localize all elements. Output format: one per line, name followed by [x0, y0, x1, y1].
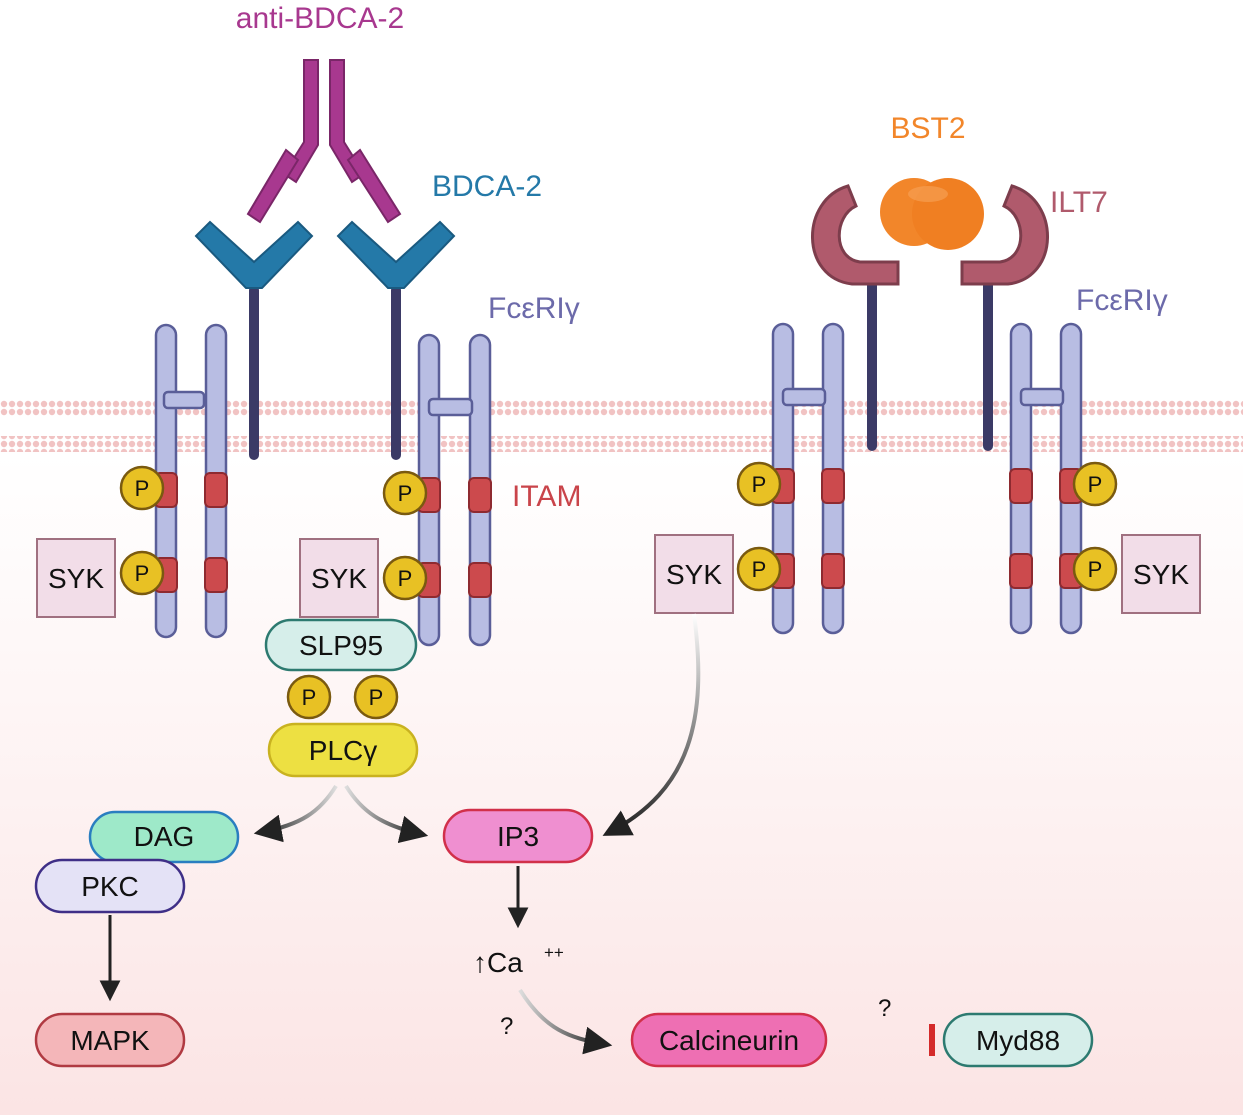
syk-box-3: SYK	[654, 534, 734, 614]
phospho-label: P	[1088, 557, 1103, 582]
slp95-label: SLP95	[299, 630, 383, 661]
phosphate-3-lower: P	[736, 546, 782, 592]
bdca2-receptor-right	[336, 220, 456, 460]
itam-label: ITAM	[512, 480, 581, 513]
phospho-label: P	[398, 481, 413, 506]
anti-bdca2-label: anti-BDCA-2	[236, 2, 404, 35]
plcg-label: PLCγ	[309, 735, 377, 766]
bst2-label: BST2	[890, 112, 965, 145]
ilt7-receptor-left	[811, 184, 900, 451]
syk-box-4: SYK	[1121, 534, 1201, 614]
syk-label: SYK	[666, 559, 722, 590]
itam-motif	[468, 477, 492, 513]
pkc-node: PKC	[34, 858, 186, 914]
fceri-label-left: FcεRIγ	[488, 292, 580, 325]
phosphate-4-lower: P	[1072, 546, 1118, 592]
anti-bdca2-antibody	[246, 59, 402, 224]
syk-label: SYK	[48, 563, 104, 594]
phospho-label: P	[398, 566, 413, 591]
itam-motif	[1009, 468, 1033, 504]
calcium-node: ↑Ca ++	[473, 943, 564, 978]
syk-label: SYK	[311, 563, 367, 594]
calcineurin-inhibits-myd88	[840, 1024, 935, 1056]
phospho-label: P	[752, 472, 767, 497]
mapk-node: MAPK	[34, 1012, 186, 1068]
itam-motif	[821, 553, 845, 589]
calcium-superscript: ++	[544, 943, 564, 962]
fceri-label-right: FcεRIγ	[1076, 284, 1168, 317]
syk-box-1: SYK	[36, 538, 116, 618]
phospho-label: P	[752, 557, 767, 582]
itam-motif	[468, 562, 492, 598]
ilt7-receptor-right	[960, 184, 1049, 451]
itam-motif	[821, 468, 845, 504]
slp95-node: SLP95	[264, 618, 418, 672]
phospho-label: P	[135, 476, 150, 501]
syk-box-2: SYK	[299, 538, 379, 618]
itam-motif	[204, 472, 228, 508]
slp95-phosphate-right: P	[353, 674, 399, 720]
phosphate-1-upper: P	[119, 465, 165, 511]
calcium-label: ↑Ca	[473, 947, 523, 978]
phospho-label: P	[302, 685, 317, 710]
plcg-to-dag-arrow	[253, 784, 338, 843]
bst2-ligand	[880, 178, 984, 250]
bdca2-label: BDCA-2	[432, 170, 542, 203]
plcg-node: PLCγ	[267, 722, 419, 778]
cell-membrane	[0, 400, 1243, 452]
calcium-to-calcineurin-arrow	[518, 988, 613, 1055]
unknown-mark-myd88: ?	[878, 995, 891, 1022]
calcineurin-node: Calcineurin	[630, 1012, 828, 1068]
plcg-to-ip3-arrow	[344, 784, 429, 844]
fceri-chain-pair-1: PP	[119, 323, 228, 639]
myd88-node: Myd88	[942, 1012, 1094, 1068]
ip3-node: IP3	[442, 808, 594, 864]
phospho-label: P	[369, 685, 384, 710]
phosphate-2-upper: P	[382, 470, 428, 516]
syk-to-ip3-arrow	[602, 613, 701, 836]
fceri-chain-pair-4: PP	[1009, 322, 1118, 635]
ip3-label: IP3	[497, 821, 539, 852]
unknown-mark-calcium: ?	[500, 1013, 513, 1040]
pkc-label: PKC	[81, 871, 139, 902]
bdca2-receptor-left	[194, 220, 314, 460]
calcineurin-label: Calcineurin	[659, 1025, 799, 1056]
syk-label: SYK	[1133, 559, 1189, 590]
phosphate-1-lower: P	[119, 550, 165, 596]
fceri-chain-pair-3: PP	[736, 322, 845, 635]
itam-motif	[204, 557, 228, 593]
phospho-label: P	[135, 561, 150, 586]
phospho-label: P	[1088, 472, 1103, 497]
phosphate-2-lower: P	[382, 555, 428, 601]
phosphate-4-upper: P	[1072, 461, 1118, 507]
itam-motif	[1009, 553, 1033, 589]
dag-label: DAG	[134, 821, 195, 852]
ilt7-label: ILT7	[1050, 186, 1108, 219]
mapk-label: MAPK	[70, 1025, 150, 1056]
phosphate-3-upper: P	[736, 461, 782, 507]
fceri-chain-pair-2: PP	[382, 333, 492, 647]
dag-node: DAG	[88, 810, 240, 864]
slp95-phosphate-left: P	[286, 674, 332, 720]
myd88-label: Myd88	[976, 1025, 1060, 1056]
